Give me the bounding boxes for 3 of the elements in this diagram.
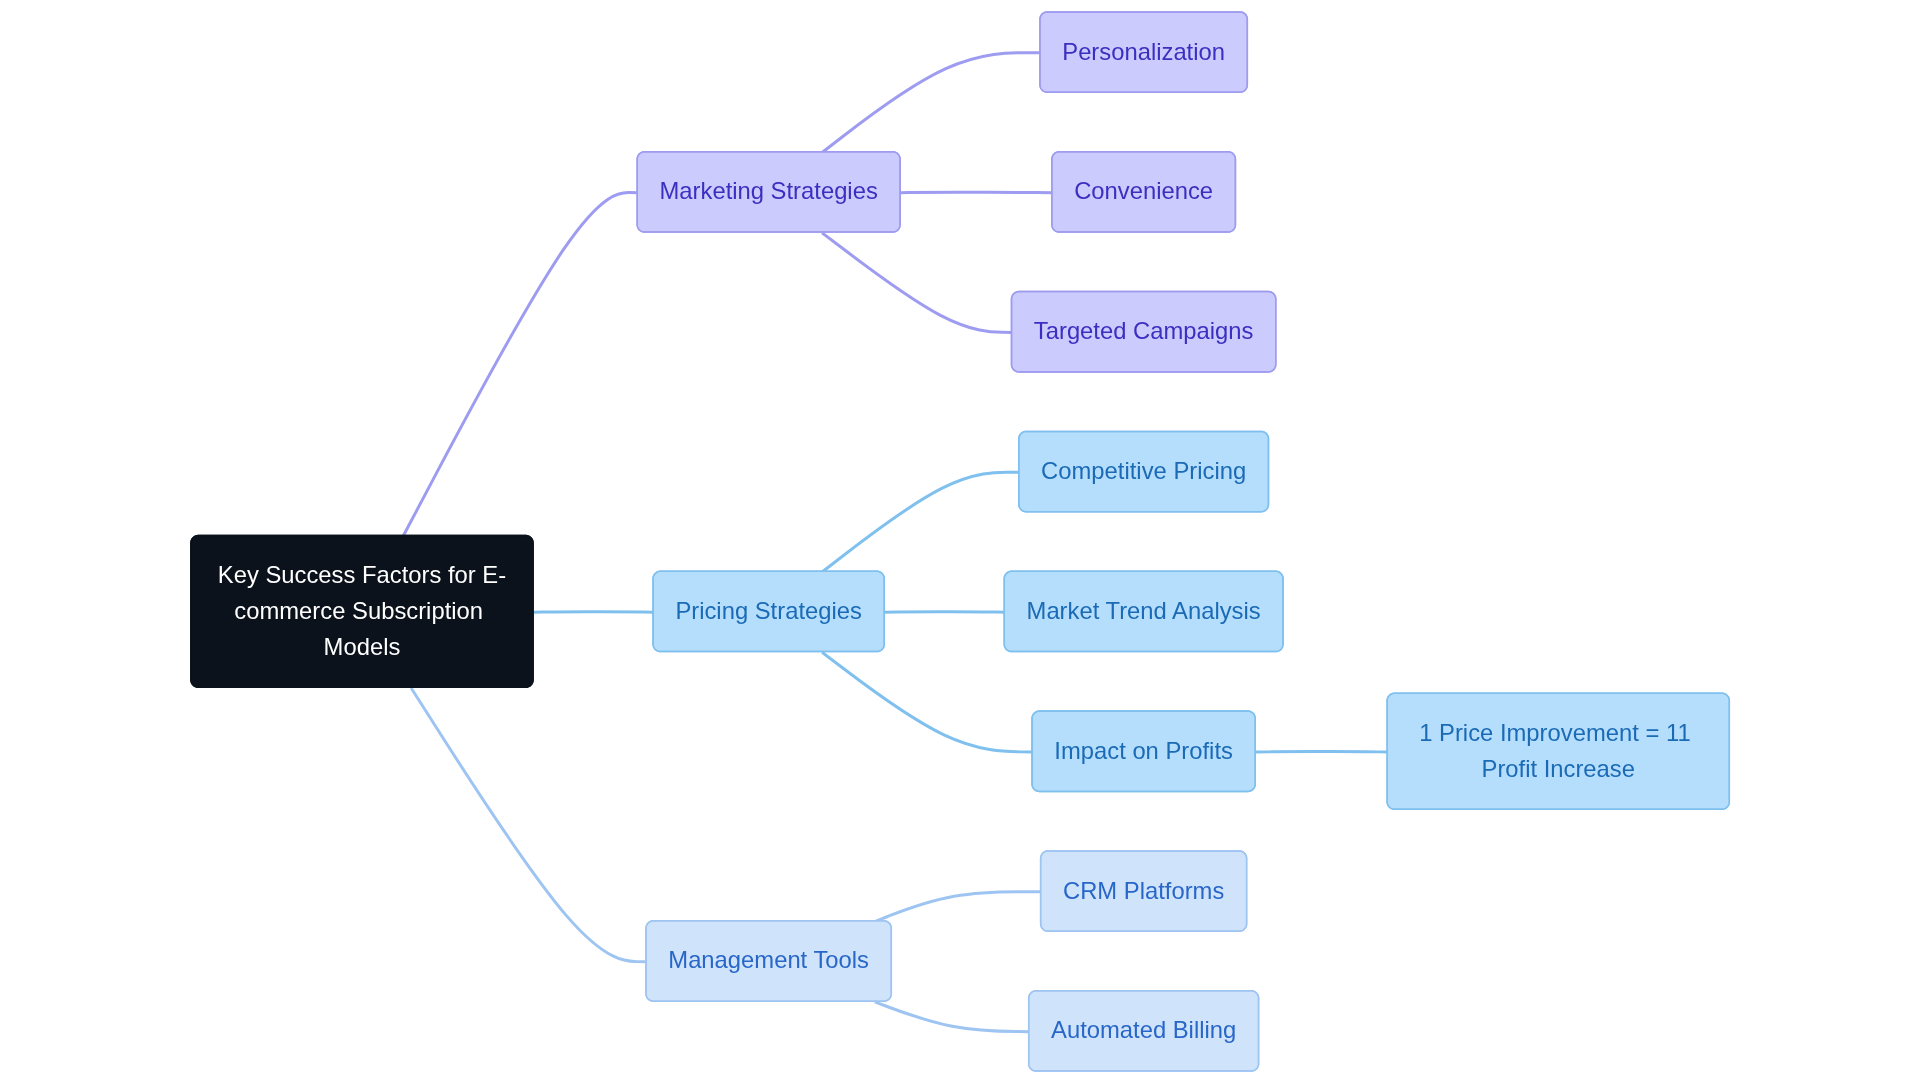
connector: [401, 191, 638, 537]
connector: [1255, 750, 1388, 754]
connector: [884, 610, 1005, 614]
